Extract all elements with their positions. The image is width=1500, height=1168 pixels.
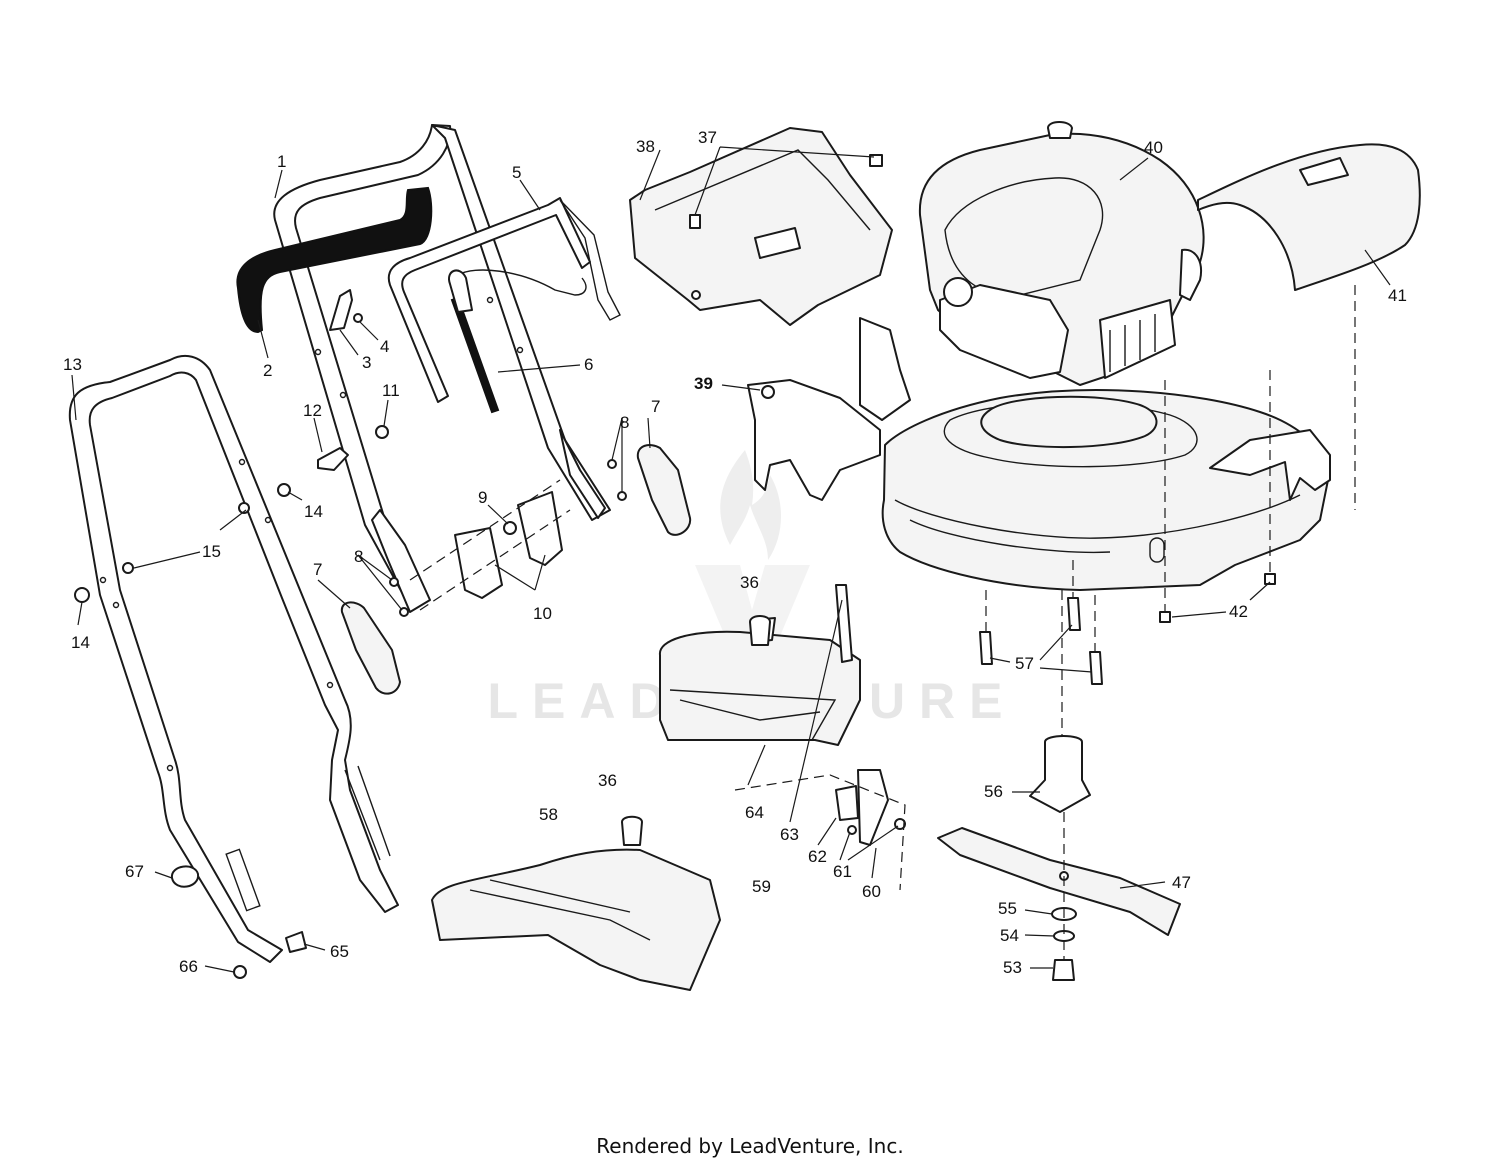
callout-14-left: 14 [71,633,90,652]
bolt-part-53 [1052,959,1075,981]
callout-8-left: 8 [354,547,363,566]
mulch-cover-part-58[interactable] [431,615,771,991]
callout-5: 5 [512,163,521,182]
callout-1: 1 [277,152,286,171]
callout-11: 11 [382,381,400,400]
callout-63: 63 [780,825,799,844]
knob-part-14-right [277,483,291,497]
lower-handle-part-13[interactable] [68,354,399,963]
callout-40: 40 [1144,138,1163,157]
mower-deck-part-39[interactable] [747,317,1331,591]
cable-tie-part-67 [170,865,200,888]
callout-7-right: 7 [651,397,660,416]
callout-37: 37 [698,128,717,147]
blade-part-47 [937,827,1181,936]
callout-36-upper: 36 [740,573,759,592]
bolt-part-42-a [1159,611,1171,623]
callout-2: 2 [263,361,272,380]
operator-bail-part-5[interactable] [387,197,621,403]
blade-adapter-part-56 [1029,735,1091,813]
callout-56: 56 [984,782,1003,801]
nut-part-11 [375,425,389,439]
cable-clip-part-12 [317,447,349,471]
footer-credit: Rendered by LeadVenture, Inc. [596,1134,904,1158]
callout-42: 42 [1229,602,1248,621]
nut-part-15-upper [238,502,250,514]
mount-plate-part-10-left [454,527,503,599]
callout-53: 53 [1003,958,1022,977]
handle-brackets[interactable] [340,444,692,695]
chute-hardware[interactable] [734,584,906,891]
callout-64: 64 [745,803,764,822]
callout-66: 66 [179,957,198,976]
callout-3: 3 [362,353,371,372]
blade-assembly[interactable] [937,590,1181,981]
upper-handle-part-1[interactable] [273,124,611,613]
nut-part-8-b [617,491,627,501]
knob-part-14-left [74,587,90,603]
callout-12: 12 [303,401,322,420]
callout-36-lower: 36 [598,771,617,790]
callout-10: 10 [533,604,552,623]
callout-65: 65 [330,942,349,961]
callout-39: 39 [694,374,713,393]
screw-part-4 [353,313,363,323]
height-lever-part-7-left [340,601,401,695]
knob-part-36-upper [749,615,771,646]
callout-4: 4 [380,337,389,356]
engine-cover-part-41[interactable] [1197,143,1421,291]
control-cable-part-6[interactable] [448,269,500,414]
callout-57: 57 [1015,654,1034,673]
bracket-part-3 [329,289,353,331]
callout-6: 6 [584,355,593,374]
callout-41: 41 [1388,286,1407,305]
rear-cover-part-38[interactable] [629,127,893,326]
knob-part-36-lower [621,815,643,846]
callout-67: 67 [125,862,144,881]
callout-14-right: 14 [304,502,323,521]
engine-part-40[interactable] [918,121,1205,386]
callout-58: 58 [539,805,558,824]
callout-54: 54 [1000,926,1019,945]
callout-13: 13 [63,355,82,374]
callout-8-right: 8 [620,413,629,432]
callout-47: 47 [1172,873,1191,892]
callout-61: 61 [833,862,852,881]
callout-55: 55 [998,899,1017,918]
bolt-part-57-c [1089,651,1103,685]
bolt-part-42-b [1264,573,1276,585]
callout-59: 59 [752,877,771,896]
callout-labels: 1 2 3 4 5 6 7 7 8 8 9 10 11 12 13 14 14 … [63,128,1407,977]
spacer-part-9 [503,521,517,535]
bolts-part-37[interactable] [689,154,883,229]
nut-part-8-a [607,459,617,469]
bracket-part-60 [857,769,889,846]
deck-bolts[interactable] [979,285,1356,685]
handle-grip-part-2[interactable] [236,186,433,334]
bolt-part-66 [233,965,247,979]
callout-15: 15 [202,542,221,561]
callout-38: 38 [636,137,655,156]
callout-7-left: 7 [313,560,322,579]
rod-part-63 [835,584,853,663]
bolt-part-57-a [979,631,993,665]
clip-part-65 [285,931,307,953]
leader-lines [71,146,1391,973]
bolt-part-57-b [1067,597,1081,631]
height-lever-part-7-right [636,444,692,536]
mount-plate-part-10-right [517,491,563,566]
nut-part-15-lower [122,562,134,574]
callout-9: 9 [478,488,487,507]
spring-part-62 [835,785,859,821]
callout-60: 60 [862,882,881,901]
callout-62: 62 [808,847,827,866]
